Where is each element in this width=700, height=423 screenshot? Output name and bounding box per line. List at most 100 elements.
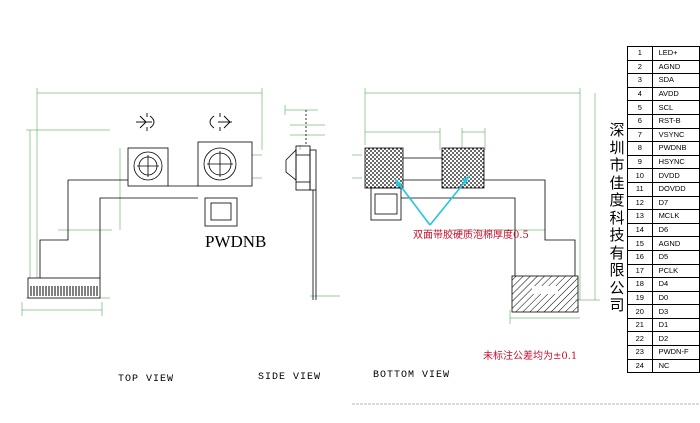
side-board — [309, 149, 317, 191]
bottom-foam-right — [441, 147, 485, 189]
pin-number: 21 — [627, 317, 653, 333]
bottom-view-dimensions — [352, 88, 600, 324]
pin-number: 22 — [627, 331, 653, 347]
side-lens — [285, 149, 297, 181]
pin-number: 16 — [627, 249, 653, 265]
pin-name: SDA — [651, 73, 700, 88]
polarity-symbol-right — [209, 113, 232, 131]
side-view-dimensions — [284, 105, 340, 297]
company-char: 佳 — [609, 173, 625, 192]
pin-number: 19 — [627, 290, 653, 306]
pin-name: HSYNC — [651, 154, 700, 170]
side-holder — [295, 145, 311, 191]
pin-number: 23 — [627, 345, 653, 360]
pin-number: 9 — [627, 154, 653, 170]
pin-name: D4 — [651, 277, 700, 292]
bottom-flex-cable — [401, 157, 576, 276]
side-view — [284, 105, 340, 300]
pin-name: D7 — [651, 195, 700, 211]
company-char: 技 — [609, 226, 625, 244]
side-view-label: SIDE VIEW — [258, 372, 322, 383]
pin-name: D6 — [651, 222, 700, 238]
top-view-label: TOP VIEW — [118, 374, 175, 385]
pin-number: 6 — [627, 113, 653, 129]
company-char: 度 — [609, 191, 625, 209]
pin-name: PWDN-F — [651, 345, 700, 360]
foam-note: 双面带胶硬质泡棉厚度0.5 — [413, 230, 529, 241]
camera-module-left — [127, 147, 169, 187]
pin-number: 15 — [627, 236, 653, 251]
company-char: 圳 — [609, 138, 625, 157]
pin-name: DVDD — [651, 168, 700, 183]
company-char: 公 — [609, 278, 625, 297]
pin-name: AVDD — [651, 86, 700, 102]
pin-name: D1 — [651, 317, 700, 333]
foam-arrows — [395, 177, 469, 226]
pin-name: RST-B — [651, 113, 700, 129]
pin-number: 20 — [627, 304, 653, 319]
pin-number: 3 — [627, 73, 653, 88]
pin-number: 2 — [627, 59, 653, 75]
bottom-view-label: BOTTOM VIEW — [373, 370, 451, 381]
pin-name: MCLK — [651, 209, 700, 224]
pwdnb-label: PWDNB — [205, 232, 267, 251]
bottom-tab — [370, 187, 402, 221]
pin-name: NC — [651, 358, 700, 374]
pin-number: 1 — [627, 46, 653, 61]
pin-name: PWDNB — [651, 141, 700, 156]
pin-number: 5 — [627, 100, 653, 115]
pin-number: 13 — [627, 209, 653, 224]
pin-name: D2 — [651, 331, 700, 347]
pin-number: 4 — [627, 86, 653, 102]
pin-name: D3 — [651, 304, 700, 319]
pin-number: 18 — [627, 277, 653, 292]
pin-number: 11 — [627, 181, 653, 197]
pin-name: D5 — [651, 249, 700, 265]
pin-name: D0 — [651, 290, 700, 306]
pin-name: LED+ — [651, 46, 700, 61]
company-char: 科 — [609, 208, 625, 227]
top-view — [21, 88, 263, 316]
company-char: 深 — [609, 121, 625, 139]
bottom-view — [352, 88, 600, 324]
top-view-dimensions — [21, 88, 263, 316]
pin-name: PCLK — [651, 263, 700, 279]
pin-number: 12 — [627, 195, 653, 211]
pin-name: DOVDD — [651, 181, 700, 197]
pin-number: 7 — [627, 127, 653, 143]
company-char: 有 — [609, 243, 625, 262]
pin-number: 10 — [627, 168, 653, 183]
polarity-symbol-left — [136, 113, 155, 131]
company-char: 限 — [609, 261, 625, 279]
pin-number: 24 — [627, 358, 653, 374]
tolerance-note: 未标注公差均为±0.1 — [483, 351, 578, 362]
top-tab — [204, 197, 238, 227]
pin-name: AGND — [651, 59, 700, 75]
pin-name: VSYNC — [651, 127, 700, 143]
top-flex-cable — [39, 179, 198, 278]
camera-module-right — [197, 141, 253, 187]
